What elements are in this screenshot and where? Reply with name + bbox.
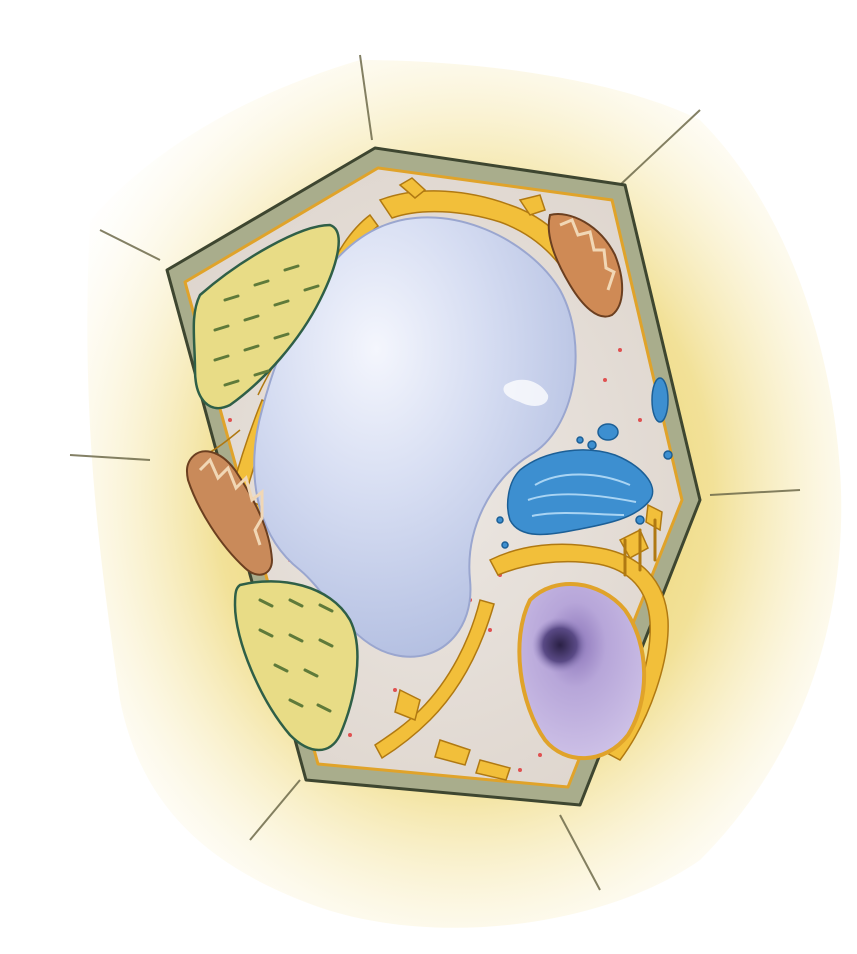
mitochondrion <box>547 213 624 318</box>
nucleus <box>517 582 647 761</box>
endoplasmic-reticulum <box>623 518 657 577</box>
nucleolus <box>532 617 588 673</box>
chloroplast <box>233 580 359 752</box>
endoplasmic-reticulum <box>374 503 669 781</box>
mitochondrion <box>185 450 274 576</box>
central-vacuole <box>253 216 577 658</box>
golgi-apparatus <box>496 377 673 549</box>
chloroplast <box>192 223 340 410</box>
vacuole-highlight <box>503 379 549 406</box>
